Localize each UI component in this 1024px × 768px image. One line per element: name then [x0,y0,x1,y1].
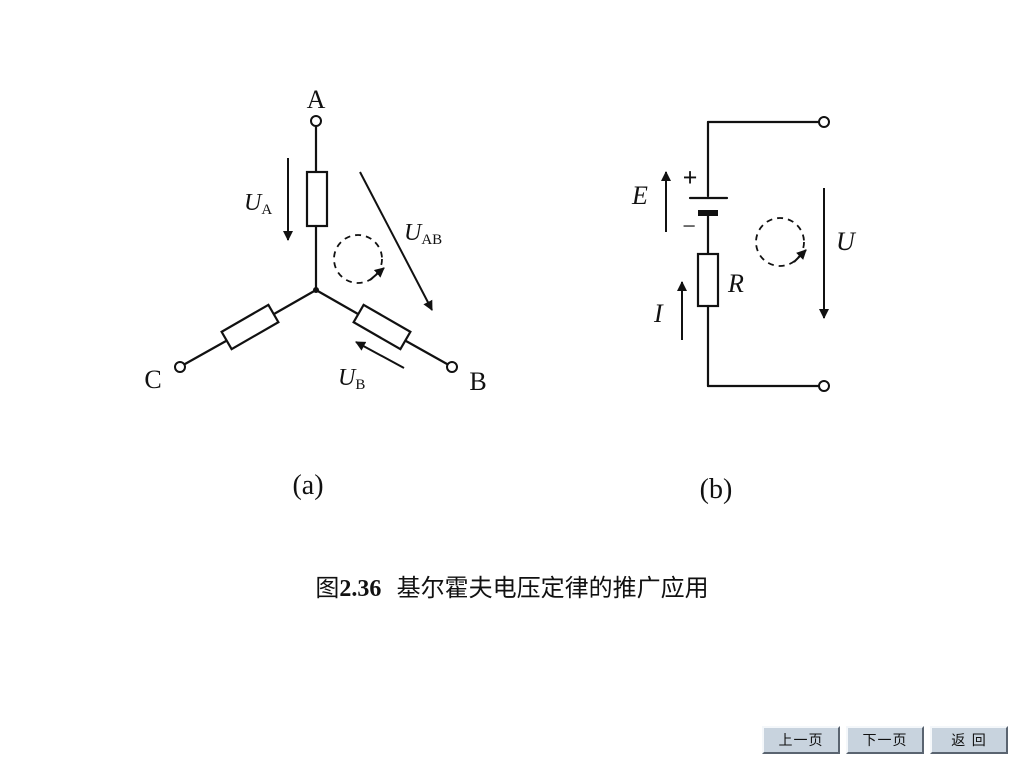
loop-direction-b [755,217,805,267]
battery-plus-sign: + [683,163,698,192]
u-label: U [836,227,857,256]
next-page-button[interactable]: 下一页 [846,726,924,754]
i-label: I [653,299,664,328]
figure-caption: 图2.36 基尔霍夫电压定律的推广应用 [0,568,1024,603]
prev-page-button[interactable]: 上一页 [762,726,840,754]
slide-navigation: 上一页 下一页 返 回 [762,726,1008,754]
uab-label-sub: AB [421,232,442,248]
wire-c-outer [183,339,228,366]
uab-label: UAB [404,220,442,248]
terminal-c [174,361,186,373]
ub-label-main: U [338,365,357,391]
terminal-b [446,361,458,373]
ua-label: UA [244,190,272,218]
uab-arrow [359,171,433,311]
loop-direction-a [333,234,383,284]
diagram-b: + − E R I U (b) [631,116,857,505]
ub-arrow [355,341,405,369]
diagram-a: A C B UA UAB UB [144,85,486,501]
resistor-b [352,303,412,351]
battery-minus-sign: − [682,214,696,240]
loop-arrow-b [793,249,807,263]
loop-arrow-a [369,267,385,281]
ub-label-sub: B [355,377,365,393]
terminal-a [310,115,322,127]
resistor-a [305,170,329,228]
uab-label-main: U [404,220,423,246]
caption-a: (a) [292,470,323,501]
terminal-b-top [818,116,830,128]
node-label-a: A [307,85,326,114]
ua-label-sub: A [261,202,272,218]
terminal-b-bottom [818,380,830,392]
node-label-c: C [144,365,161,394]
figure-caption-prefix: 图 [315,574,340,602]
node-label-b: B [469,367,486,396]
star-junction [313,287,319,293]
resistor-r [696,252,720,308]
back-button[interactable]: 返 回 [930,726,1008,754]
ua-label-main: U [244,190,263,216]
figure-caption-title: 基尔霍夫电压定律的推广应用 [396,574,709,602]
wire-b-inner [314,288,360,316]
e-label: E [631,181,648,210]
caption-b: (b) [700,474,733,505]
wire-b-outer [404,339,449,366]
figure-caption-number: 2.36 [339,576,382,602]
r-label: R [727,269,744,298]
wire-c-inner [272,288,318,316]
ub-label: UB [338,365,365,393]
resistor-c [220,303,280,351]
